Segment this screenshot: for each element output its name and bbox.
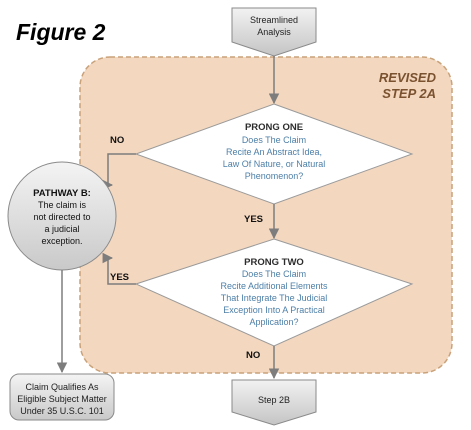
- claim-qualifies-line-3: Under 35 U.S.C. 101: [20, 406, 104, 416]
- pathway-b-line-1: The claim is: [38, 200, 87, 210]
- region-label-line-2: STEP 2A: [382, 86, 436, 101]
- prong-one-line-3: Law Of Nature, or Natural: [223, 159, 326, 169]
- pathway-b-line-2: not directed to: [33, 212, 90, 222]
- step-2b-node: [231, 379, 317, 426]
- streamlined-analysis-line-2: Analysis: [257, 27, 291, 37]
- prong-two-no-label: NO: [246, 350, 260, 361]
- prong-one-no-label: NO: [110, 135, 124, 146]
- prong-two-line-2: Recite Additional Elements: [220, 281, 328, 291]
- claim-qualifies-line-2: Eligible Subject Matter: [17, 394, 107, 404]
- prong-one-heading: PRONG ONE: [245, 122, 303, 133]
- streamlined-analysis-line-1: Streamlined: [250, 15, 298, 25]
- prong-two-yes-label: YES: [110, 272, 129, 283]
- prong-one-line-1: Does The Claim: [242, 135, 306, 145]
- prong-two-heading: PRONG TWO: [244, 257, 304, 268]
- edge-prong-two-yes: [102, 252, 136, 285]
- prong-two-line-1: Does The Claim: [242, 269, 306, 279]
- pathway-b-line-3: a judicial: [44, 224, 79, 234]
- prong-one-line-2: Recite An Abstract Idea,: [226, 147, 322, 157]
- prong-two-line-4: Exception Into A Practical: [223, 305, 325, 315]
- pathway-b-line-4: exception.: [41, 236, 82, 246]
- figure-title: Figure 2: [16, 19, 106, 45]
- prong-one-line-4: Phenomenon?: [245, 171, 304, 181]
- prong-two-line-3: That Integrate The Judicial: [221, 293, 327, 303]
- prong-one-yes-label: YES: [244, 214, 263, 225]
- step-2b-label: Step 2B: [258, 395, 290, 405]
- claim-qualifies-line-1: Claim Qualifies As: [25, 382, 99, 392]
- pathway-b-heading: PATHWAY B:: [33, 188, 91, 199]
- edge-prong-one-no: [102, 153, 136, 191]
- claim-qualifies-node: [9, 373, 115, 421]
- prong-two-line-5: Application?: [249, 317, 298, 327]
- streamlined-analysis-node: [231, 7, 317, 57]
- region-label-line-1: REVISED: [379, 70, 437, 85]
